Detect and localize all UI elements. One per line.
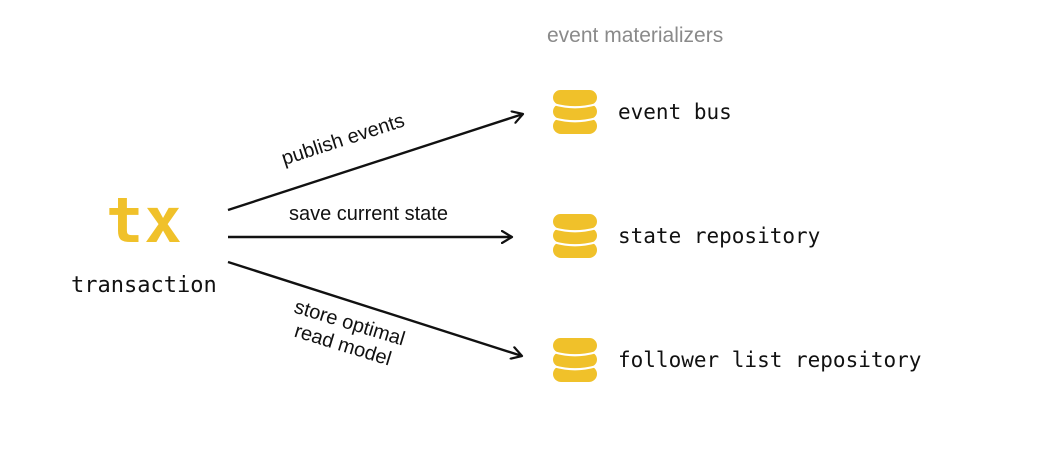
target-label-state-repository: state repository	[618, 224, 821, 248]
target-label-event-bus: event bus	[618, 100, 732, 124]
transaction-symbol: tx	[106, 184, 183, 257]
edge-label-save-current-state: save current state	[289, 203, 448, 225]
transaction-label: transaction	[71, 273, 217, 298]
database-icon	[552, 212, 598, 260]
arrow-publish-events	[227, 114, 523, 212]
target-state-repository: state repository	[552, 212, 820, 260]
database-icon	[552, 336, 598, 384]
target-event-bus: event bus	[552, 88, 732, 136]
target-follower-list-repository: follower list repository	[552, 336, 921, 384]
arrow-store-read-model	[227, 260, 522, 356]
database-icon	[552, 88, 598, 136]
column-header: event materializers	[547, 24, 724, 47]
target-label-follower-list-repository: follower list repository	[618, 348, 922, 372]
